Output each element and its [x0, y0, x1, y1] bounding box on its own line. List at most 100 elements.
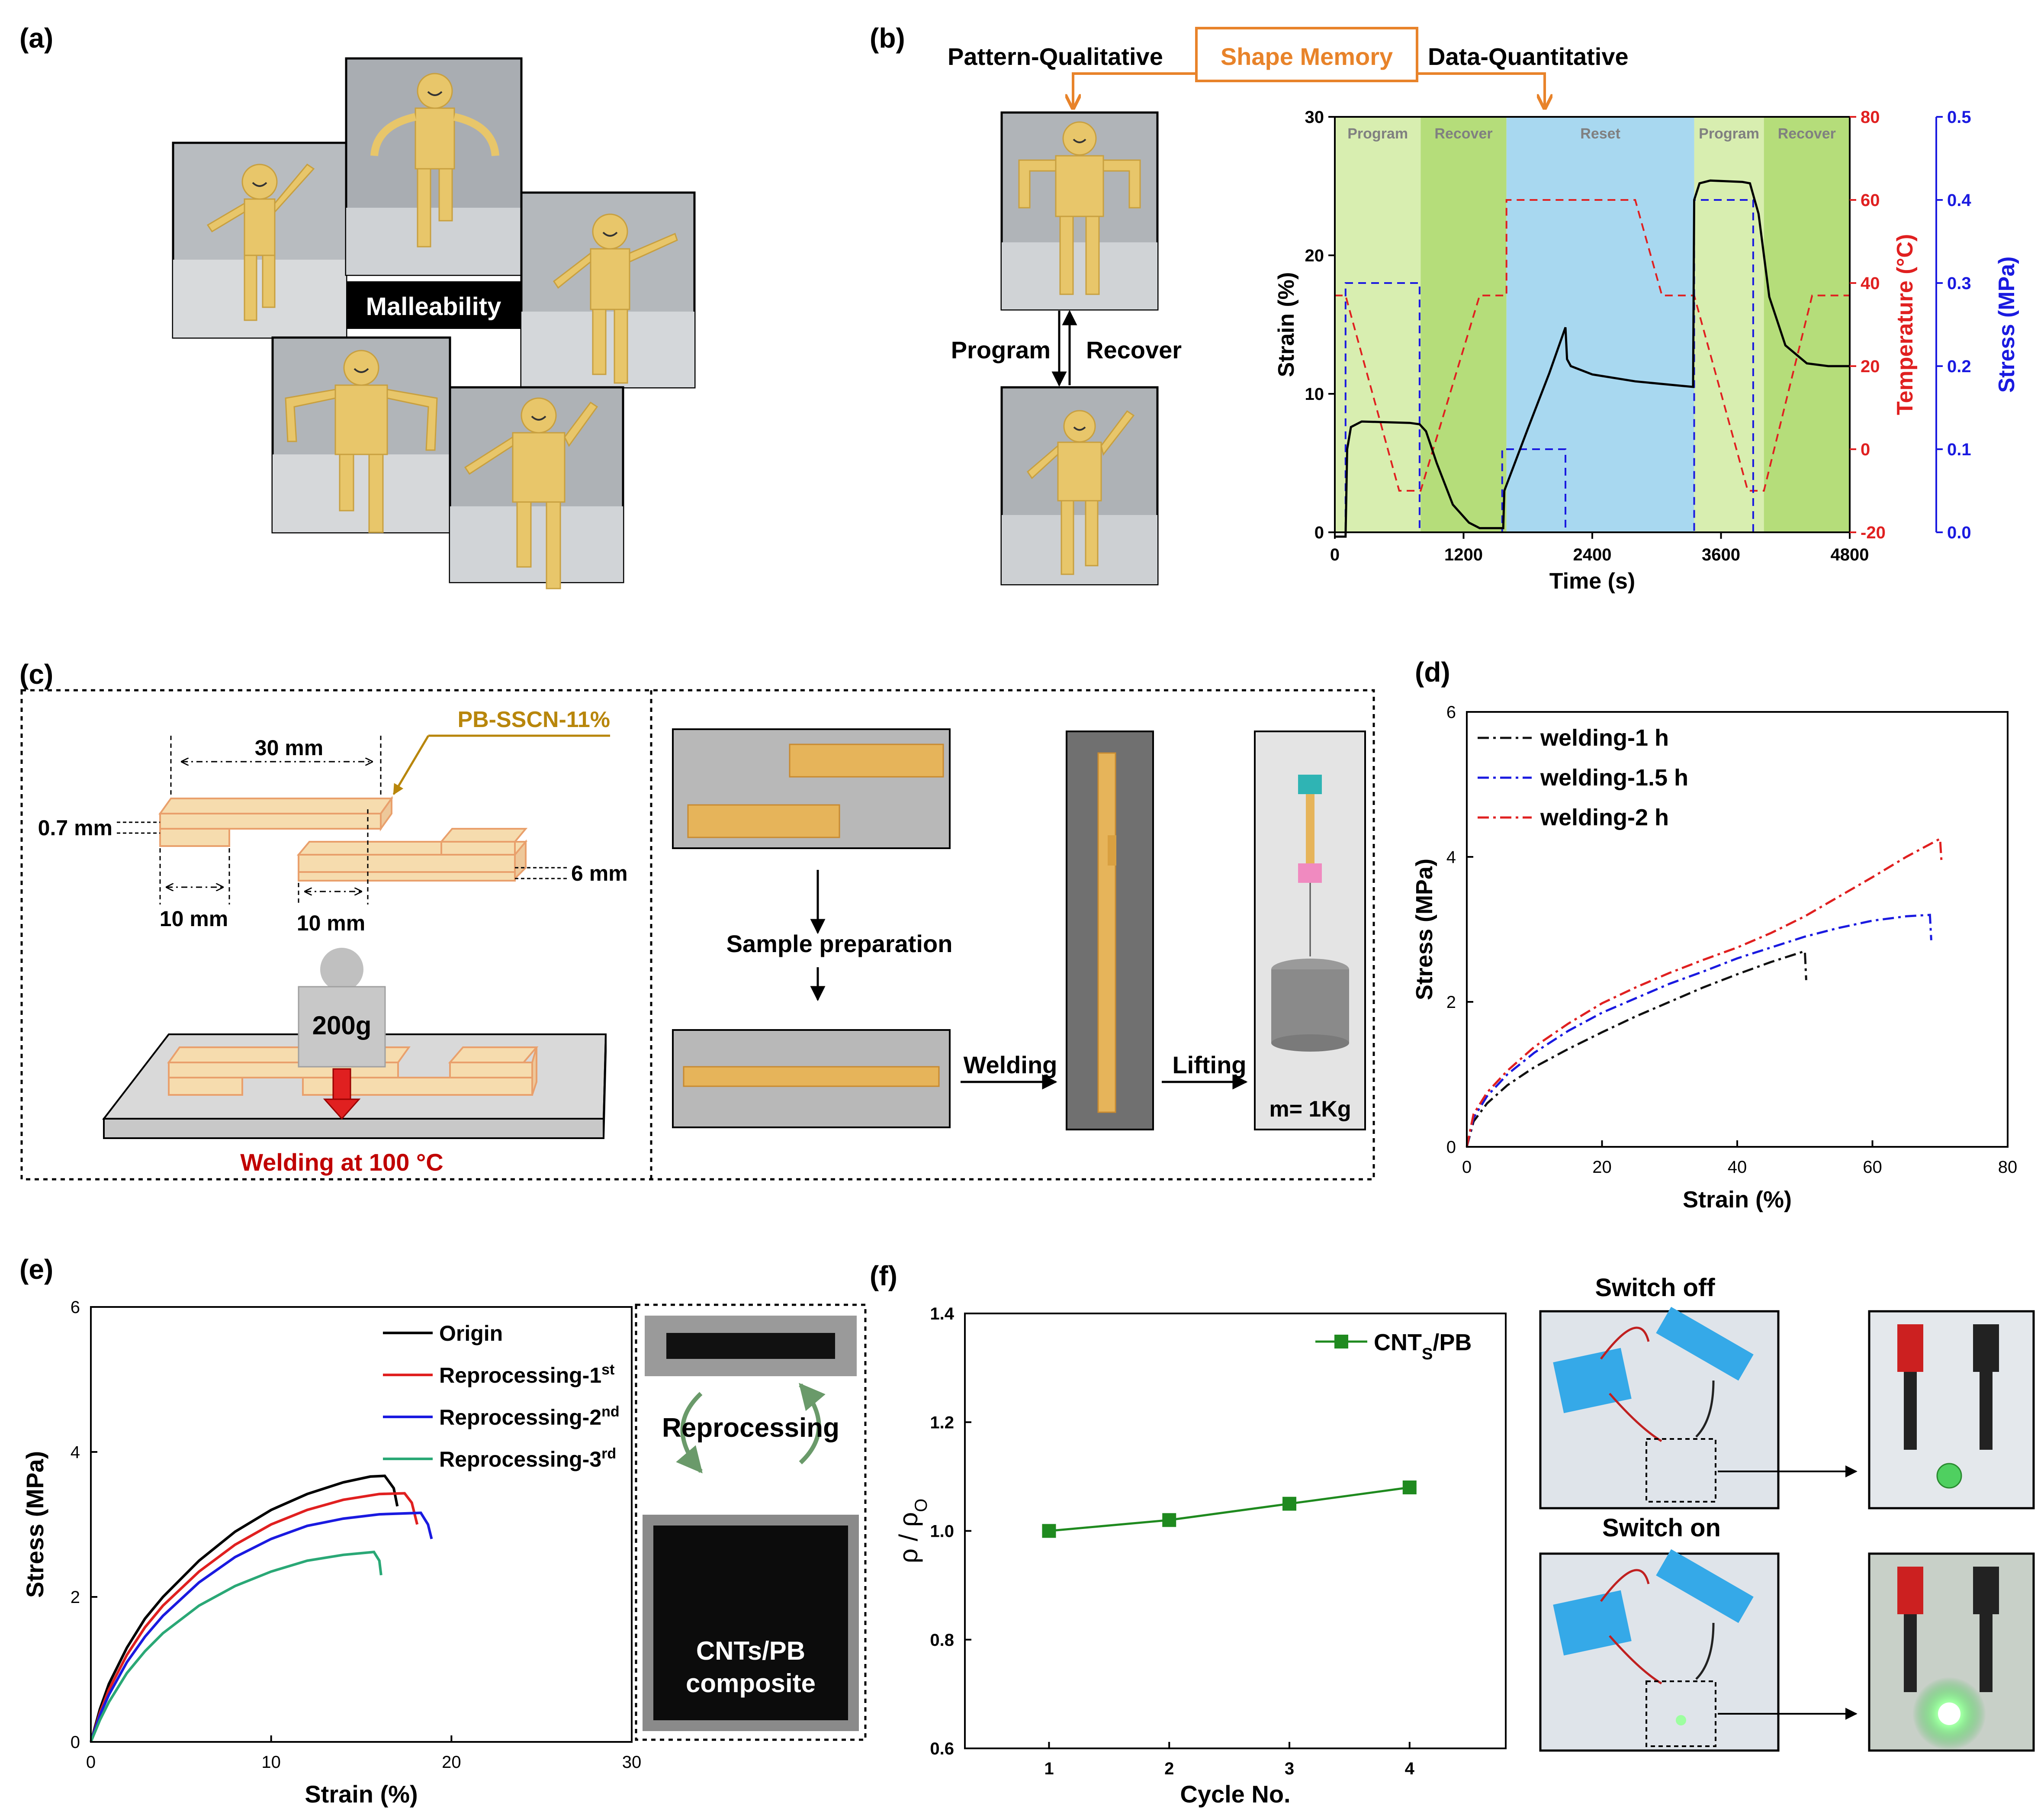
photo-programmed	[1000, 111, 1159, 311]
welding-schematic	[102, 734, 610, 1139]
dim-10mm-right: 10 mm	[297, 911, 365, 935]
legend-label: Origin	[439, 1321, 503, 1345]
y2-tick-label: 60	[1861, 191, 1880, 210]
y-tick-label: 0	[71, 1733, 80, 1752]
x-axis-title: Time (s)	[1549, 569, 1635, 594]
y-tick-label: 2	[1446, 993, 1456, 1012]
y2-axis-title: Temperature (°C)	[1893, 234, 1918, 415]
reprocess-cycle-arrow-right	[799, 1383, 826, 1464]
x-tick-label: 3	[1285, 1759, 1294, 1778]
composite-sheet-photo	[643, 1515, 859, 1731]
led-zoom-off	[1868, 1310, 2035, 1509]
y-tick-label: 30	[1305, 108, 1324, 127]
phase-label: Program	[1699, 126, 1759, 142]
welding-curve	[1466, 837, 1943, 1147]
phase-label: Recover	[1778, 126, 1836, 142]
legend-label: welding-1 h	[1540, 725, 1669, 751]
x-tick-label: 0	[1462, 1158, 1472, 1177]
led-small-glow	[1676, 1715, 1686, 1725]
y-tick-label: 4	[71, 1443, 80, 1462]
y-tick-label: 1.0	[930, 1522, 954, 1541]
welding-step-label: Welding	[964, 1051, 1057, 1078]
circuit-photo-on	[1539, 1549, 1780, 1752]
y2-tick-label: 0	[1861, 440, 1870, 459]
y-tick-label: 1.2	[930, 1413, 954, 1432]
y2-tick-label: 80	[1861, 108, 1880, 127]
resistivity-point	[1162, 1513, 1176, 1527]
phase-band	[1421, 117, 1507, 532]
x-tick-label: 4	[1405, 1759, 1415, 1778]
y-axis-title: ρ / ρO	[894, 1499, 931, 1563]
malleability-tag-bg	[346, 281, 521, 329]
weight-block	[298, 986, 386, 1068]
reprocess-curve	[90, 1511, 433, 1742]
legend-label: welding-1.5 h	[1540, 765, 1688, 791]
switch-on-label: Switch on	[1602, 1514, 1721, 1542]
y-tick-label: 6	[71, 1298, 80, 1317]
x-tick-label: 1	[1044, 1759, 1054, 1778]
stress-line	[1335, 199, 1850, 533]
y-axis-title: Stress (MPa)	[1411, 859, 1437, 1000]
panel-c-frame	[20, 689, 1375, 1181]
arrow-to-photos	[1073, 72, 1196, 108]
welding-curve	[1466, 949, 1807, 1147]
x-tick-label: 80	[1998, 1158, 2018, 1177]
panel-f-label: (f)	[870, 1260, 897, 1291]
y3-tick-label: 0.5	[1947, 108, 1971, 127]
welding-temperature-caption: Welding at 100 °C	[240, 1149, 443, 1176]
reprocess-curve	[90, 1551, 382, 1743]
x-tick-label: 20	[1592, 1158, 1612, 1177]
lifting-step-label: Lifting	[1172, 1051, 1246, 1078]
y2-tick-label: 40	[1861, 274, 1880, 293]
composite-label-line2: composite	[686, 1669, 816, 1698]
dim-6mm: 6 mm	[571, 861, 628, 885]
x-tick-label: 3600	[1702, 545, 1740, 564]
phase-band	[1506, 117, 1694, 532]
resistivity-point	[1402, 1480, 1417, 1494]
y-tick-label: 0.6	[930, 1739, 954, 1758]
legend-label: Reprocessing-1st	[439, 1361, 614, 1387]
y-tick-label: 10	[1305, 385, 1324, 404]
data-quantitative-label: Data-Quantitative	[1428, 43, 1629, 70]
weight-knob	[320, 948, 363, 991]
panel-c-label: (c)	[19, 659, 53, 690]
y-axis-title: Stress (MPa)	[21, 1451, 48, 1598]
panel-e-label: (e)	[19, 1254, 53, 1285]
sample-preparation-label: Sample preparation	[726, 930, 953, 957]
phase-label: Recover	[1434, 126, 1492, 142]
paper-figures	[206, 73, 678, 589]
welding-curve	[1466, 914, 1932, 1147]
led-zoom-on	[1868, 1552, 2035, 1752]
legend-swatch-marker	[1334, 1335, 1348, 1349]
x-axis-title: Strain (%)	[1683, 1187, 1792, 1213]
material-label: PB-SSCN-11%	[457, 707, 610, 732]
switch-off-label: Switch off	[1595, 1274, 1715, 1302]
phase-band	[1694, 117, 1764, 532]
x-tick-label: 2400	[1573, 545, 1612, 564]
temperature-line	[1335, 199, 1850, 492]
x-axis-title: Cycle No.	[1180, 1780, 1290, 1808]
shape-memory-box	[1195, 27, 1418, 82]
lifting-photo	[1254, 731, 1366, 1130]
reprocess-curve	[90, 1492, 419, 1742]
panel-b-label: (b)	[870, 23, 905, 54]
strain-line	[1335, 179, 1850, 538]
welded-strip-photo	[1066, 731, 1154, 1130]
pattern-qualitative-label: Pattern-Qualitative	[948, 43, 1163, 70]
x-tick-label: 10	[261, 1753, 281, 1772]
legend-label: welding-2 h	[1540, 805, 1669, 830]
composite-strip-photo	[645, 1316, 857, 1376]
plot-frame	[90, 1306, 633, 1743]
y3-tick-label: 0.3	[1947, 274, 1971, 293]
resistivity-line	[1049, 1486, 1410, 1532]
panel-c: (c)	[19, 659, 1375, 1181]
y3-tick-label: 0.4	[1947, 191, 1971, 210]
resistivity-point	[1042, 1524, 1056, 1538]
phase-label: Reset	[1580, 126, 1620, 142]
